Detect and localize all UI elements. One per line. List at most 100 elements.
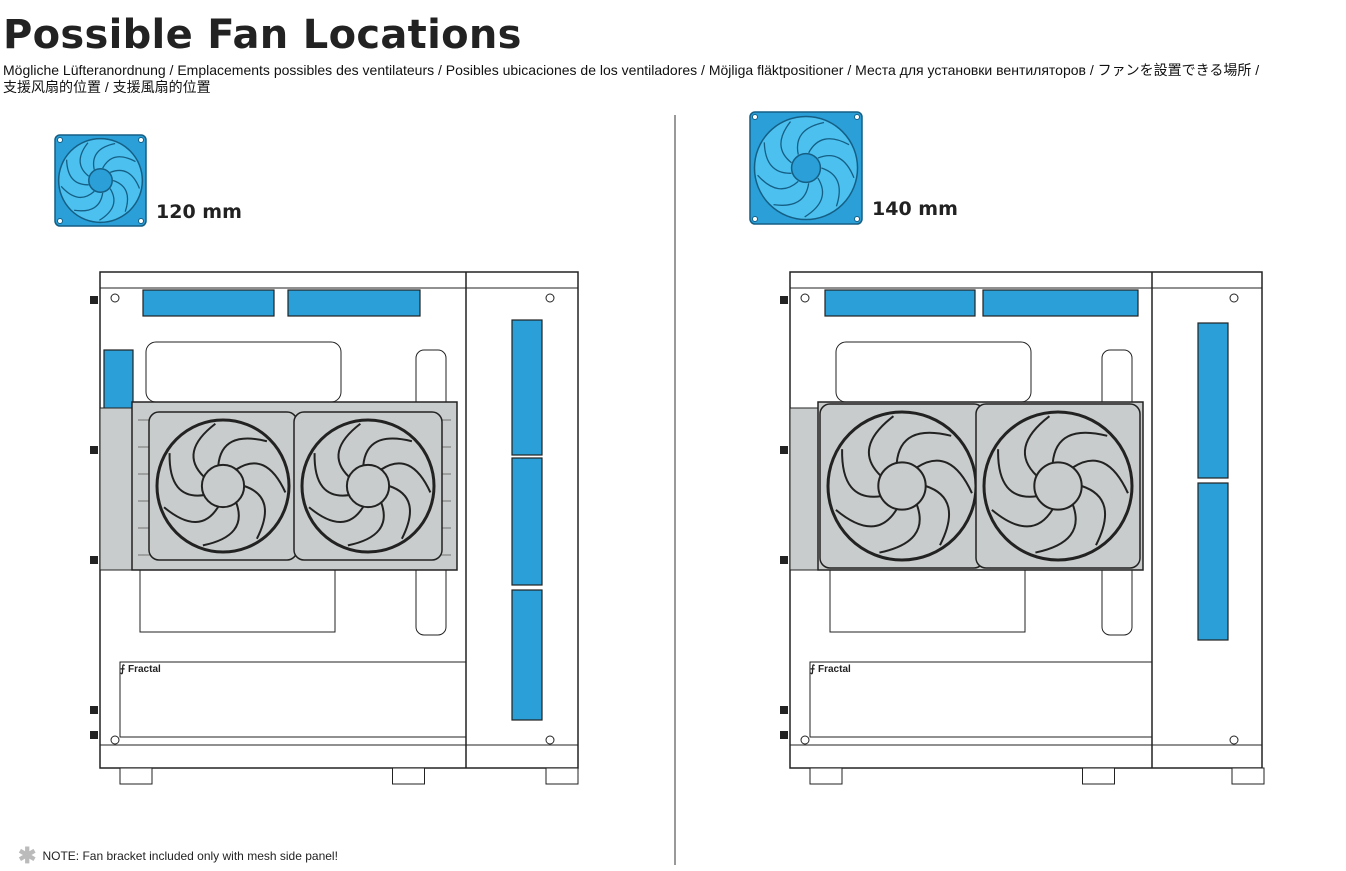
- fan-blade: [92, 142, 116, 170]
- fan-blade: [313, 453, 350, 497]
- fan-blade: [163, 506, 220, 523]
- fan-blade: [1081, 485, 1107, 546]
- thumbscrew: [90, 706, 98, 714]
- screw-hole: [138, 137, 144, 143]
- note-text: NOTE: Fan bracket included only with mes…: [42, 849, 338, 863]
- blue-fan-mount: [511, 457, 543, 586]
- fan-blade: [1051, 431, 1108, 464]
- case-foot: [545, 767, 579, 785]
- blue-fan-mount: [1197, 322, 1229, 479]
- psu-shroud: [809, 661, 1153, 738]
- thumbscrew: [90, 296, 98, 304]
- page-title: Possible Fan Locations: [3, 12, 522, 58]
- screw: [110, 293, 120, 303]
- blue-fan-mount: [1197, 482, 1229, 641]
- thumbscrew: [780, 556, 788, 564]
- fan-blade: [925, 485, 951, 546]
- fan-120mm-icon: [54, 134, 147, 227]
- fan-blade: [997, 449, 1037, 498]
- fan-blade: [895, 431, 952, 464]
- asterisk-icon: ✱: [18, 843, 37, 868]
- case-foot: [119, 767, 153, 785]
- panel-divider: [674, 115, 676, 865]
- fan-blade: [841, 449, 881, 498]
- fan-blade: [60, 185, 95, 198]
- fan-hub: [200, 463, 246, 509]
- side-plate: [789, 407, 819, 571]
- fan-hub: [345, 463, 391, 509]
- fan-blade: [112, 179, 129, 212]
- fan-blade: [192, 422, 216, 478]
- fan-blade: [991, 508, 1054, 528]
- screw-hole: [138, 218, 144, 224]
- fan-blade: [780, 121, 792, 164]
- note: ✱ NOTE: Fan bracket included only with m…: [18, 843, 338, 868]
- fan-blade: [1023, 415, 1051, 477]
- blue-fan-mount: [511, 589, 543, 721]
- screw: [545, 293, 555, 303]
- screw: [1229, 735, 1239, 745]
- screw-hole: [57, 218, 63, 224]
- screw-hole: [854, 114, 860, 120]
- subtitle-translations: Mögliche Lüfteranordnung / Emplacements …: [3, 62, 1346, 96]
- fan-hub: [877, 461, 927, 511]
- fan-blade: [796, 121, 825, 155]
- fan-blade: [308, 506, 365, 523]
- fan-hub: [88, 168, 113, 193]
- fan-blade: [202, 502, 240, 547]
- fan-140mm-icon: [749, 111, 863, 225]
- screw-hole: [752, 216, 758, 222]
- fan-blade: [337, 422, 361, 478]
- fan-blade: [99, 188, 115, 221]
- fan-blade: [65, 159, 89, 186]
- fan-blade: [217, 437, 268, 466]
- fan-blade: [835, 508, 898, 528]
- fan-blade: [1072, 459, 1129, 494]
- fan-blade: [243, 485, 266, 540]
- blue-fan-mount: [511, 319, 543, 456]
- case-foot: [1231, 767, 1265, 785]
- fan-blade: [808, 138, 850, 154]
- screw: [1229, 293, 1239, 303]
- case-foot: [392, 767, 425, 785]
- screw-hole: [57, 137, 63, 143]
- thumbscrew: [780, 731, 788, 739]
- fan-blade: [879, 504, 921, 554]
- screw: [800, 293, 810, 303]
- fan-blade: [74, 192, 104, 212]
- thumbscrew: [90, 556, 98, 564]
- screw-hole: [854, 216, 860, 222]
- fan-blade: [757, 174, 799, 190]
- fan-size-label-120: 120 mm: [156, 201, 242, 223]
- screw: [110, 735, 120, 745]
- screw: [545, 735, 555, 745]
- case-diagram-120mm: ⨍ Fractal: [90, 271, 579, 785]
- fan-blade: [916, 459, 973, 494]
- case-foot: [809, 767, 843, 785]
- fan-blade: [235, 462, 287, 493]
- case-diagram-140mm: ⨍ Fractal: [780, 271, 1265, 785]
- fan-blade: [109, 169, 141, 189]
- fan-blade: [773, 183, 810, 206]
- fan-hub: [790, 152, 822, 184]
- thumbscrew: [780, 706, 788, 714]
- screw-hole: [752, 114, 758, 120]
- fan-blade: [362, 437, 413, 466]
- fan-blade: [388, 485, 411, 540]
- fan-blade: [168, 453, 205, 497]
- psu-shroud: [119, 661, 467, 738]
- case-foot: [1082, 767, 1115, 785]
- fan-blade: [763, 142, 792, 174]
- thumbscrew: [780, 446, 788, 454]
- thumbscrew: [90, 731, 98, 739]
- fan-size-label-140: 140 mm: [872, 198, 958, 220]
- fan-blade: [380, 462, 432, 493]
- fan-blade: [1035, 504, 1077, 554]
- blue-fan-mount: [142, 289, 275, 317]
- subtitle-line-2: 支援风扇的位置 / 支援風扇的位置: [3, 79, 211, 95]
- side-plate: [99, 407, 133, 571]
- fan-blade: [821, 167, 840, 207]
- fan-blade: [102, 156, 136, 169]
- blue-fan-mount: [287, 289, 421, 317]
